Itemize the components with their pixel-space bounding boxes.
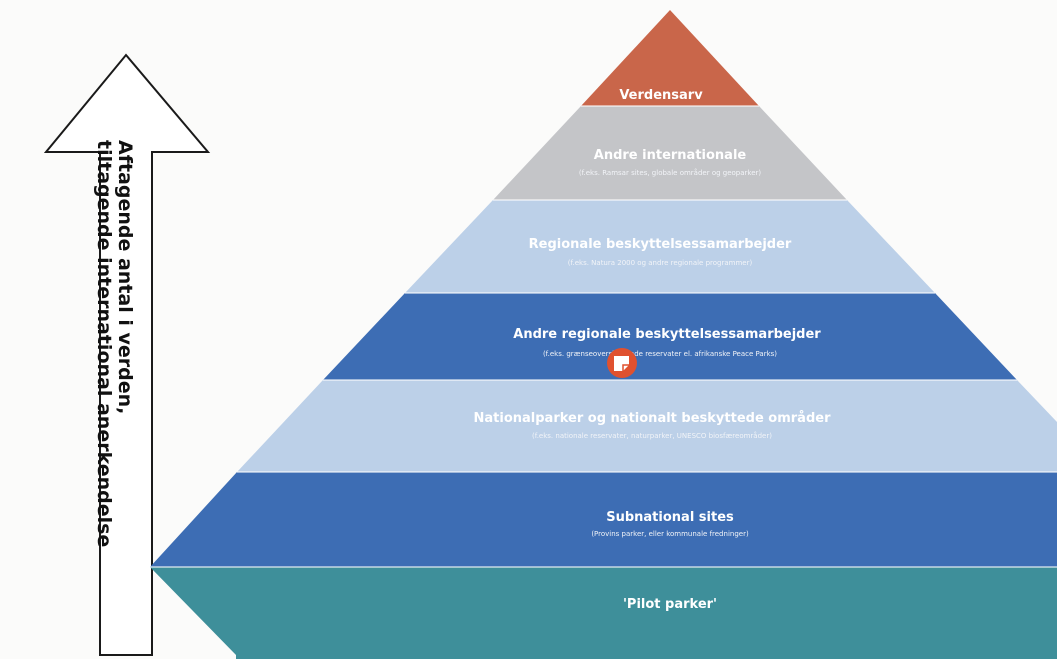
level-title-nationalparker: Nationalparker og nationalt beskyttede o… (474, 411, 832, 426)
level-title-verdensarv: Verdensarv (619, 88, 703, 103)
arrow-up-icon (43, 53, 211, 656)
level-title-regionale: Regionale beskyttelsessamarbejder (529, 237, 792, 252)
pyramid-level-andre-regionale (323, 293, 1017, 380)
level-subtitle-andre-regionale: (f.eks. grænseoverskridende reservater e… (543, 350, 777, 358)
level-subtitle-subnational: (Provins parker, eller kommunale frednin… (591, 530, 749, 538)
pyramid-level-subnational (150, 472, 1057, 567)
level-title-pilot-parker: 'Pilot parker' (623, 597, 717, 612)
sticky-note-icon[interactable] (607, 348, 637, 378)
level-subtitle-nationalparker: (f.eks. nationale reservater, naturparke… (532, 431, 772, 440)
arrow-label-line-2: tiltagende international anerkendelse (93, 140, 115, 547)
pyramid-level-pilot-parker (150, 567, 1057, 659)
level-title-andre-regionale: Andre regionale beskyttelsessamarbejder (513, 327, 821, 342)
pyramid: Verdensarv Andre internationale (f.eks. … (150, 10, 1057, 659)
level-subtitle-regionale: (f.eks. Natura 2000 og andre regionale p… (568, 259, 753, 267)
level-subtitle-andre-internationale: (f.eks. Ramsar sites, globale områder og… (579, 168, 762, 177)
recognition-arrow: Aftagende antal i verden, tiltagende int… (43, 53, 211, 656)
level-title-subnational: Subnational sites (606, 510, 734, 525)
pyramid-level-andre-internationale (493, 106, 847, 200)
pyramid-level-regionale (405, 200, 935, 293)
arrow-label-line-1: Aftagende antal i verden, (114, 140, 136, 414)
pyramid-level-nationalparker (237, 380, 1057, 472)
level-title-andre-internationale: Andre internationale (594, 148, 747, 163)
pyramid-level-verdensarv (581, 10, 759, 106)
band-separators (150, 105, 1057, 568)
